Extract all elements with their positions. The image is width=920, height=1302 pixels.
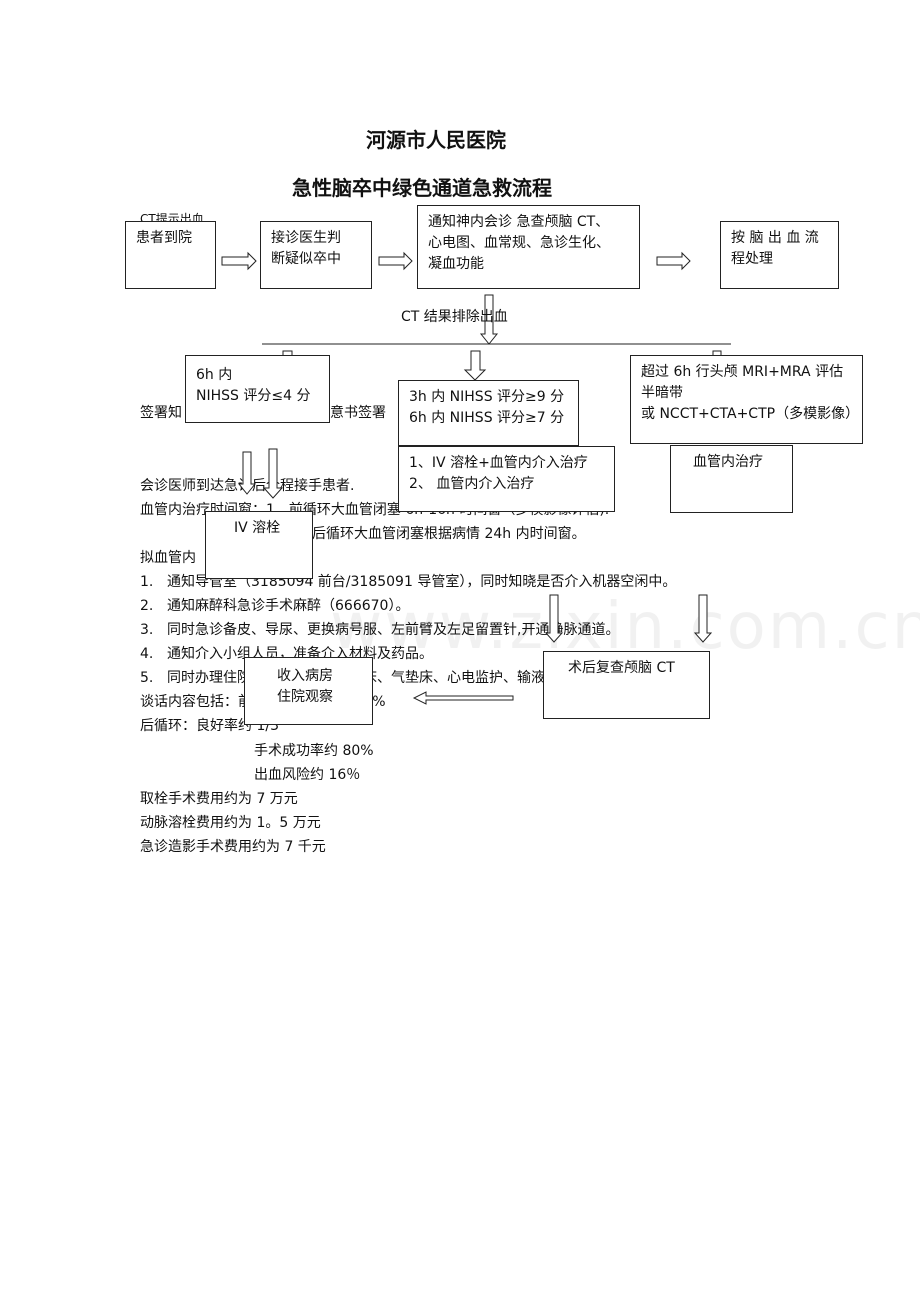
box-doctor-judgment: 接诊医生判 断疑似卒中 [260,221,372,289]
arrow-down-postct-2 [693,594,713,643]
box-doctor-judgment-line-2: 断疑似卒中 [271,251,341,267]
box-combined-line-2: 2、 血管内介入治疗 [409,476,535,492]
box-doctor-judgment-line-1: 接诊医生判 [271,230,341,246]
arrow-right-2 [378,251,413,271]
box-endovascular: 血管内治疗 [670,445,793,513]
cost-arterial-thrombolysis: 动脉溶栓费用约为 1。5 万元 [140,815,321,831]
plan-prefix: 拟血管内 [140,550,196,566]
box-6h-line-1: 6h 内 [196,367,233,383]
step-4-num: 4. [140,646,154,662]
ct-exclude-label: CT 结果排除出血 [401,309,508,325]
sign-fragment-prefix: 签署知 [140,405,182,421]
box-over6h-line-1: 超过 6h 行头颅 MRI+MRA 评估 [641,364,844,380]
cost-angiography: 急诊造影手术费用约为 7 千元 [140,839,326,855]
step-3-num: 3. [140,622,154,638]
box-combined-line-1: 1、IV 溶栓+血管内介入治疗 [409,455,588,471]
arrow-down-postct-1 [544,594,564,643]
box-notify-neurology-line-3: 凝血功能 [428,256,484,272]
box-3h6h-line-2: 6h 内 NIHSS 评分≥7 分 [409,410,565,426]
box-admit-ward: 收入病房 住院观察 [244,657,373,725]
box-patient-arrival: 患者到院 [125,221,216,289]
box-postop-ct: 术后复查颅脑 CT [543,651,710,719]
step-1-num: 1. [140,574,154,590]
box-3h6h-line-1: 3h 内 NIHSS 评分≥9 分 [409,389,565,405]
arrow-down-main [479,294,499,345]
box-6h-line-2: NIHSS 评分≤4 分 [196,388,311,404]
arrow-right-1 [221,251,257,271]
box-6h-nihss-low: 6h 内 NIHSS 评分≤4 分 [185,355,330,423]
arrow-right-3 [656,251,691,271]
arrow-down-iv-1 [237,451,257,495]
box-iv-line-1: IV 溶栓 [234,520,281,536]
box-notify-neurology-line-1: 通知神内会诊 急查颅脑 CT、 [428,214,610,230]
box-admit-line-1: 收入病房 [277,668,333,684]
cost-thrombectomy: 取栓手术费用约为 7 万元 [140,791,298,807]
step-2-num: 2. [140,598,154,614]
sign-fragment-suffix: 同意书签署 [316,405,386,421]
box-3h-6h-nihss-high: 3h 内 NIHSS 评分≥9 分 6h 内 NIHSS 评分≥7 分 [398,380,579,446]
talk-success-rate: 手术成功率约 80% [254,743,374,759]
box-notify-neurology: 通知神内会诊 急查颅脑 CT、 心电图、血常规、急诊生化、 凝血功能 [417,205,640,289]
step-2-text: 通知麻醉科急诊手术麻醉（666670）。 [167,598,410,614]
box-endovascular-line-1: 血管内治疗 [693,454,763,470]
step-3-text: 同时急诊备皮、导尿、更换病号服、左前臂及左足留置针,开通静脉通道。 [167,622,620,638]
box-over-6h-imaging: 超过 6h 行头颅 MRI+MRA 评估 半暗带 或 NCCT+CTA+CTP（… [630,355,863,444]
window-line-2: 后循环大血管闭塞根据病情 24h 内时间窗。 [312,526,586,542]
page-title: 急性脑卒中绿色通道急救流程 [292,176,552,200]
arrow-down-iv-2 [262,448,284,499]
step-5-num: 5. [140,670,154,686]
box-admit-line-2: 住院观察 [277,689,333,705]
box-iv-thrombolysis: IV 溶栓 [205,511,313,579]
box-notify-neurology-line-2: 心电图、血常规、急诊生化、 [428,235,610,251]
box-hemorrhage-flow: 按 脑 出 血 流 程处理 [720,221,839,289]
arrow-down-middle [463,350,487,381]
hospital-name: 河源市人民医院 [366,128,506,152]
box-combined-therapy: 1、IV 溶栓+血管内介入治疗 2、 血管内介入治疗 [398,446,615,512]
talk-bleed-risk: 出血风险约 16％ [254,767,361,783]
arrow-left-admit [412,691,514,705]
box-hemorrhage-flow-line-1: 按 脑 出 血 流 [731,230,819,246]
box-hemorrhage-flow-line-2: 程处理 [731,251,773,267]
box-patient-arrival-line-1: 患者到院 [136,230,192,246]
box-over6h-line-2: 半暗带 [641,385,683,401]
box-postop-ct-line-1: 术后复查颅脑 CT [568,660,675,676]
box-over6h-line-3: 或 NCCT+CTA+CTP（多模影像） [641,406,860,422]
